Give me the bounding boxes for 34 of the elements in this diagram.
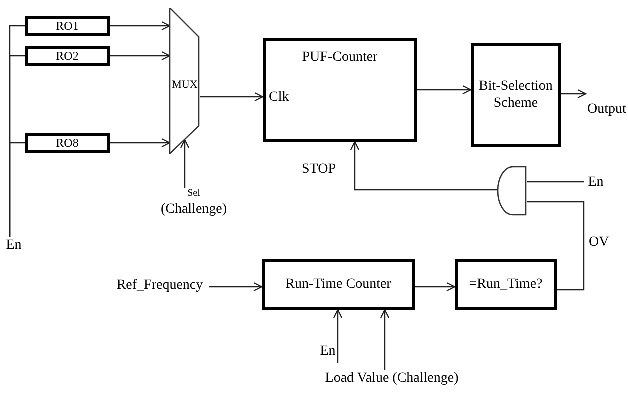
signal-label: En xyxy=(588,174,604,192)
ring-oscillator-box: RO2 xyxy=(25,46,110,66)
process-block: Bit-Selection Scheme xyxy=(471,43,561,147)
arrow xyxy=(110,138,171,148)
arrow xyxy=(180,139,190,188)
arrow xyxy=(333,309,343,363)
ring-oscillator-box: RO1 xyxy=(25,16,110,36)
arrow xyxy=(415,282,456,292)
signal-label: Sel xyxy=(188,188,200,200)
counter-block xyxy=(263,38,417,142)
arrow xyxy=(200,92,264,102)
arrow xyxy=(110,21,171,31)
and-gate-symbol xyxy=(497,166,527,216)
arrow xyxy=(561,89,587,99)
arrow xyxy=(350,141,497,191)
multiplexer-label: MUX xyxy=(171,80,199,91)
signal-label: Output xyxy=(588,100,626,118)
process-block: Run-Time Counter xyxy=(262,259,415,310)
signal-label: Load Value (Challenge) xyxy=(325,370,459,388)
port-label: Clk xyxy=(269,91,290,105)
signal-label: (Challenge) xyxy=(160,200,228,218)
arrow xyxy=(417,85,472,95)
arrow xyxy=(380,309,390,370)
arrow xyxy=(209,282,263,292)
wire xyxy=(9,142,25,237)
signal-label: Ref_Frequency xyxy=(116,277,204,294)
ring-oscillator-box: RO8 xyxy=(25,133,110,153)
block-title: PUF-Counter xyxy=(301,51,379,65)
wire xyxy=(527,181,584,183)
signal-label: En xyxy=(6,237,22,254)
signal-label: En xyxy=(320,343,336,360)
wire xyxy=(527,201,585,291)
arrow xyxy=(110,51,171,61)
process-block: =Run_Time? xyxy=(455,259,557,310)
